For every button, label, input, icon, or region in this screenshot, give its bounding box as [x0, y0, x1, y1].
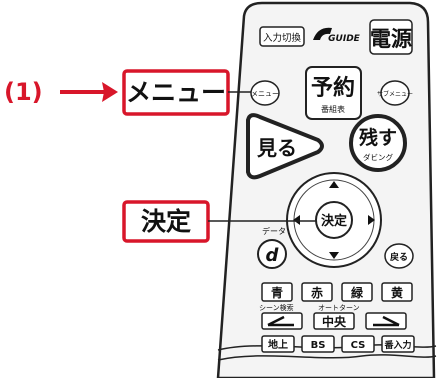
scene-search-back-button[interactable] — [261, 312, 303, 330]
menu-small-button[interactable]: メニュー — [250, 80, 280, 106]
data-label: データ — [262, 226, 286, 236]
d-button[interactable]: d — [257, 239, 287, 269]
color-button-blue[interactable]: 青 — [261, 282, 293, 302]
step-number: (1) — [4, 78, 43, 106]
svg-text:入力切換: 入力切換 — [263, 32, 302, 44]
step-arrow-icon — [60, 82, 118, 102]
record-button[interactable]: 残す ダビング — [349, 114, 407, 172]
svg-text:電源: 電源 — [370, 27, 412, 51]
power-button[interactable]: 電源 — [369, 19, 413, 55]
svg-text:地上: 地上 — [268, 338, 288, 351]
guide-button[interactable]: GUIDE — [313, 27, 361, 44]
enter-callout: 決定 — [122, 200, 210, 243]
svg-text:GUIDE: GUIDE — [328, 34, 361, 44]
svg-text:決定: 決定 — [141, 207, 191, 236]
terrestrial-button[interactable]: 地上 — [261, 335, 295, 353]
color-button-yellow[interactable]: 黄 — [381, 282, 413, 302]
svg-text:見る: 見る — [257, 136, 297, 160]
svg-text:予約: 予約 — [311, 75, 355, 101]
svg-text:決定: 決定 — [321, 213, 347, 229]
svg-text:番入力: 番入力 — [383, 339, 411, 351]
svg-text:BS: BS — [311, 340, 326, 351]
svg-text:番組表: 番組表 — [321, 104, 345, 114]
svg-text:メニュー: メニュー — [251, 90, 279, 98]
svg-text:メニュー: メニュー — [126, 78, 226, 107]
svg-text:黄: 黄 — [391, 285, 403, 300]
back-button[interactable]: 戻る — [384, 243, 414, 269]
svg-text:青: 青 — [271, 285, 283, 300]
color-button-red[interactable]: 赤 — [301, 282, 333, 302]
reserve-button[interactable]: 予約 番組表 — [305, 66, 362, 120]
menu-callout: メニュー — [122, 69, 230, 116]
number-input-button[interactable]: 番入力 — [381, 335, 415, 353]
svg-text:中央: 中央 — [322, 314, 347, 329]
enter-button[interactable]: 決定 — [315, 201, 353, 239]
svg-text:d: d — [266, 245, 280, 266]
right-arrow-icon[interactable] — [368, 215, 375, 225]
sub-menu-button[interactable]: サブメニュー — [377, 80, 413, 106]
left-arrow-icon[interactable] — [293, 215, 300, 225]
bs-button[interactable]: BS — [301, 335, 335, 353]
input-switch-button[interactable]: 入力切換 — [259, 26, 305, 47]
up-arrow-icon[interactable] — [329, 181, 339, 188]
scene-search-label: シーン検索 — [259, 303, 294, 312]
svg-text:ダビング: ダビング — [363, 152, 393, 162]
scene-search-forward-button[interactable] — [365, 312, 407, 330]
cs-button[interactable]: CS — [341, 335, 375, 353]
color-button-green[interactable]: 緑 — [341, 282, 373, 302]
svg-text:戻る: 戻る — [389, 251, 408, 263]
center-button[interactable]: 中央 — [313, 312, 355, 330]
svg-text:緑: 緑 — [351, 285, 364, 300]
svg-text:サブメニュー: サブメニュー — [377, 90, 413, 98]
down-arrow-icon[interactable] — [329, 252, 339, 259]
svg-text:残す: 残す — [359, 126, 397, 149]
svg-text:赤: 赤 — [311, 285, 323, 300]
svg-text:CS: CS — [351, 340, 366, 351]
auto-turn-label: オートターン — [318, 303, 360, 312]
watch-button[interactable]: 見る — [246, 113, 324, 180]
